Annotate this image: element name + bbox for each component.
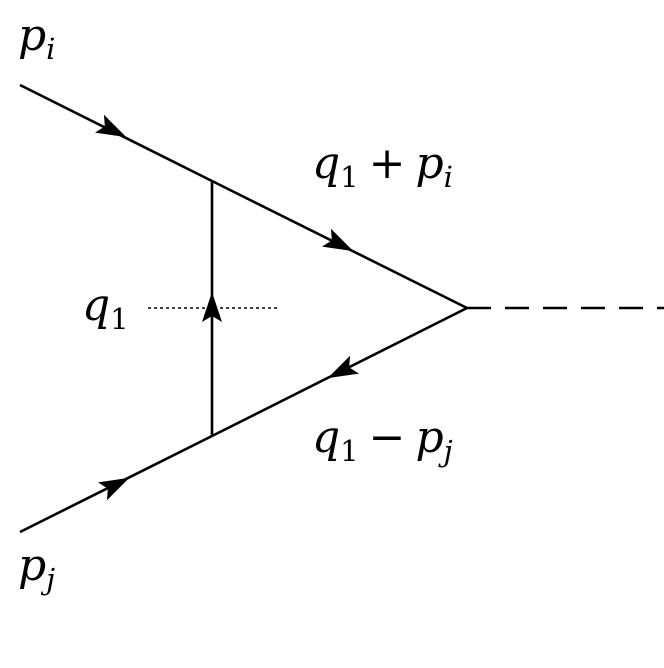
arrow-pj (98, 477, 130, 501)
label-p-i: pi (18, 10, 55, 66)
arrow-pi (95, 114, 127, 138)
arrow-lower (327, 355, 359, 379)
arrow-vertical (202, 292, 222, 322)
label-p-j: pj (18, 540, 55, 596)
label-q1-minus-pj: q1−pj (312, 412, 453, 468)
arrow-upper (322, 228, 354, 252)
label-q1-plus-pi: q1+pi (312, 138, 453, 194)
label-q1: q1 (82, 280, 129, 336)
